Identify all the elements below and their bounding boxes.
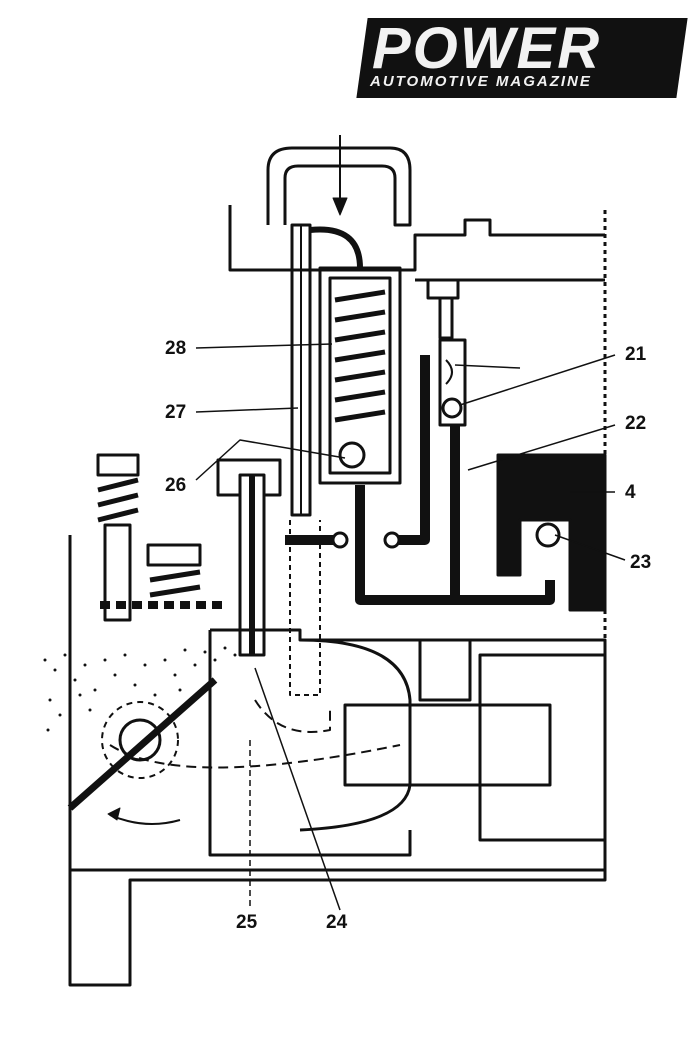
label-24: 24 xyxy=(326,912,348,933)
label-4: 4 xyxy=(625,482,636,503)
block-4 xyxy=(496,453,607,612)
fuel-spray xyxy=(43,646,237,732)
logo-subtitle: AUTOMOTIVE MAGAZINE xyxy=(370,73,592,90)
label-26: 26 xyxy=(165,475,187,496)
label-28: 28 xyxy=(165,338,187,359)
valve-ball xyxy=(338,441,366,469)
label-23: 23 xyxy=(630,552,652,573)
leader-lines xyxy=(195,343,626,911)
label-22: 22 xyxy=(625,413,647,434)
body-lower xyxy=(68,535,607,987)
jet-ball-21 xyxy=(441,397,463,419)
rotation-arrow xyxy=(109,814,181,825)
logo-title: POWER xyxy=(372,16,602,81)
throttle-spindle xyxy=(118,718,162,762)
label-25: 25 xyxy=(236,912,258,933)
intake-dome xyxy=(266,146,412,227)
spring-coil xyxy=(334,289,386,423)
valve-ball-23 xyxy=(535,522,561,548)
throttle-plate xyxy=(67,677,218,811)
top-rail xyxy=(228,218,605,272)
label-21: 21 xyxy=(625,344,647,365)
label-27: 27 xyxy=(165,402,187,423)
